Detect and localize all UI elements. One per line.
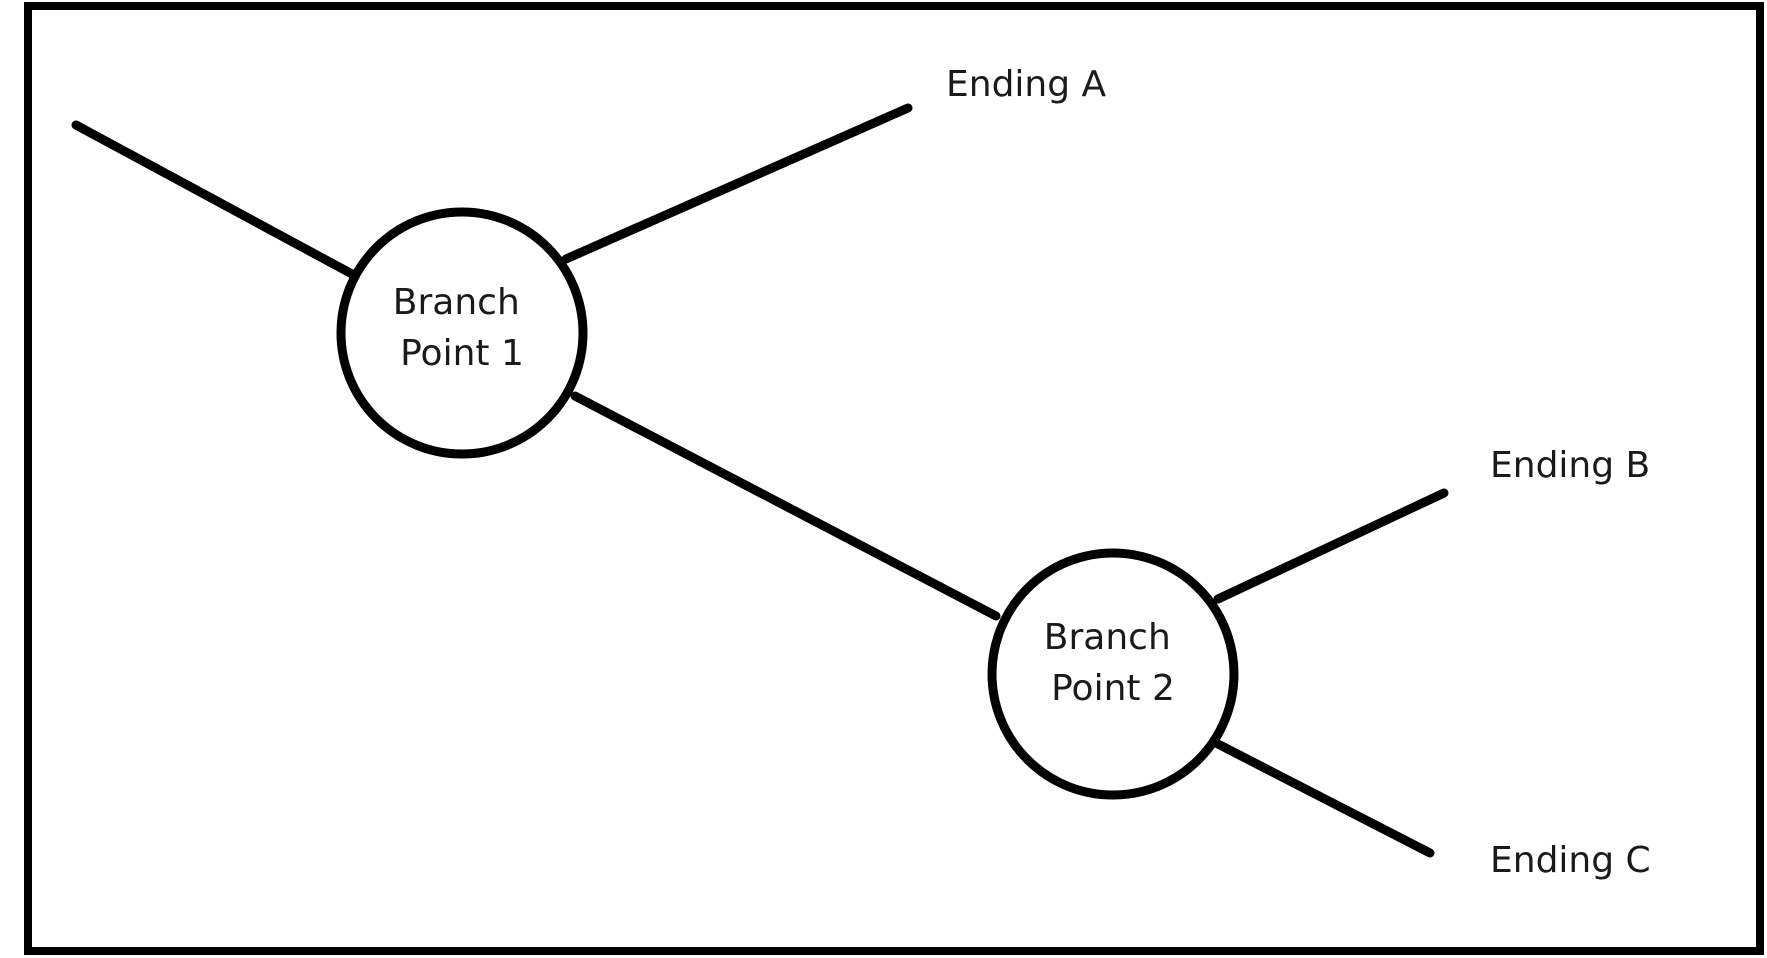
branch-point-2-node: Branch Point 2 — [987, 548, 1239, 800]
diagram-frame — [24, 2, 1764, 955]
branch-point-2-label: Branch Point 2 — [1044, 617, 1182, 709]
branch-point-1-label-line-2: Point 1 — [400, 333, 524, 374]
ending-b-label: Ending B — [1490, 445, 1650, 486]
ending-a-label: Ending A — [946, 64, 1107, 105]
branch-point-1-node: Branch Point 1 — [336, 207, 588, 459]
edge-branch-point-2-to-ending-c — [1211, 738, 1435, 858]
branch-point-2-circle — [987, 548, 1239, 800]
edge-branch-point-2-to-ending-b — [1213, 488, 1449, 604]
branch-point-1-circle — [336, 207, 588, 459]
branch-point-2-label-line-1: Branch — [1044, 617, 1171, 658]
branch-point-2-label-line-2: Point 2 — [1051, 668, 1175, 709]
ending-c-label: Ending C — [1490, 840, 1651, 881]
branch-point-1-label-line-1: Branch — [393, 282, 520, 323]
edge-start-to-branch-point-1 — [71, 120, 357, 279]
edge-branch-point-1-to-ending-a — [561, 103, 913, 264]
edge-branch-point-1-to-branch-point-2 — [570, 391, 1001, 621]
branch-point-1-label: Branch Point 1 — [393, 282, 531, 374]
